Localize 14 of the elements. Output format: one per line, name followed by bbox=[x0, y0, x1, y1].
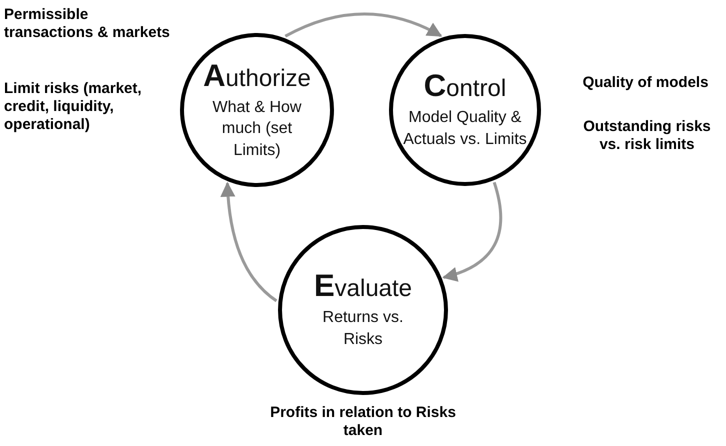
stage-title: Control bbox=[424, 69, 506, 104]
side-note: Profits in relation to Risks taken bbox=[269, 404, 457, 440]
stage-description: What & How much (set Limits) bbox=[212, 98, 302, 161]
side-note: Permissible transactions & markets bbox=[4, 6, 171, 42]
side-note: Quality of models bbox=[582, 74, 710, 92]
side-note: Limit risks (market, credit, liquidity, operational) bbox=[4, 80, 143, 134]
stage-title: Authorize bbox=[203, 58, 311, 93]
side-note: Outstanding risks vs. risk limits bbox=[582, 118, 712, 154]
stage-title: Evaluate bbox=[314, 269, 412, 304]
stage-description: Returns vs. Risks bbox=[322, 308, 404, 350]
stage-description: Model Quality & Actuals vs. Limits bbox=[402, 108, 528, 150]
curved-arrow bbox=[442, 182, 502, 282]
curved-arrow bbox=[284, 12, 442, 38]
curved-arrow bbox=[220, 182, 278, 302]
